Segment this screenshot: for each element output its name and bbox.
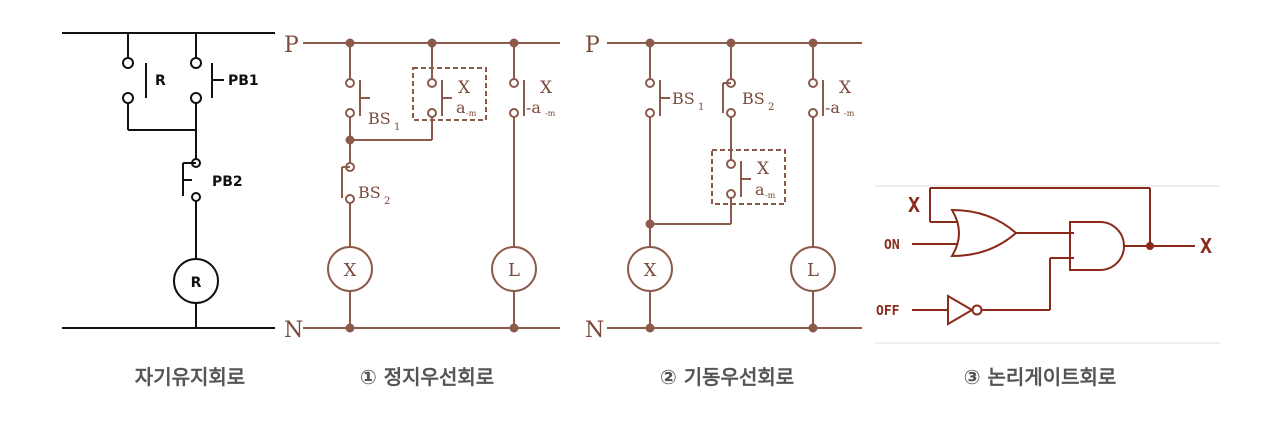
label-bs2-sub: 2	[384, 196, 390, 207]
label-xa2-top: X	[540, 78, 553, 98]
label-bs1-sub: 1	[698, 102, 704, 113]
label-xa2-top: X	[839, 78, 852, 98]
label-coil-x: X	[344, 260, 357, 281]
label-xa-bot: a	[456, 98, 466, 117]
caption-stop-priority: ① 정지우선회로	[360, 365, 494, 389]
label-p: P	[284, 33, 299, 58]
label-r-contact: R	[155, 73, 166, 89]
contact-terminal	[122, 57, 134, 69]
label-xa-bot: a	[755, 180, 765, 199]
label-xa-sub: -m	[765, 191, 776, 200]
label-p: P	[585, 33, 600, 58]
panel-logic-gates	[912, 187, 1195, 326]
label-bs2: BS	[742, 89, 765, 108]
label-coil-l: L	[508, 260, 520, 281]
caption-self-holding: 자기유지회로	[135, 365, 245, 389]
caption-start-priority: ② 기동우선회로	[660, 365, 794, 389]
label-n: N	[585, 318, 604, 343]
not-bubble	[971, 304, 983, 316]
label-xa-sub: -m	[466, 109, 477, 118]
label-pb2: PB2	[212, 174, 243, 190]
label-bs2-sub: 2	[768, 102, 774, 113]
contact-terminal	[122, 92, 134, 104]
and-gate	[1069, 221, 1125, 271]
label-xa-top: X	[458, 78, 471, 98]
contact-terminal	[190, 92, 202, 104]
label-on: ON	[884, 238, 900, 253]
contact-terminal	[191, 192, 201, 202]
label-xa2-bot: -a	[526, 98, 541, 117]
label-pb1: PB1	[228, 73, 259, 89]
label-xa-top: X	[757, 159, 770, 179]
label-xa2-sub: -m	[844, 109, 855, 118]
caption-logic-gates: ③ 논리게이트회로	[964, 365, 1117, 389]
label-x-in: X	[908, 193, 920, 217]
label-bs1: BS	[672, 89, 695, 108]
label-off: OFF	[876, 304, 900, 319]
label-bs1-sub: 1	[394, 122, 400, 133]
label-coil-l: L	[807, 260, 819, 281]
label-coil-r: R	[191, 275, 202, 291]
panel-start-priority	[607, 38, 862, 333]
not-gate	[947, 294, 974, 326]
label-xa2-bot: -a	[825, 98, 840, 117]
label-xa2-sub: -m	[545, 109, 556, 118]
label-x-out: X	[1200, 234, 1212, 258]
label-bs2: BS	[358, 183, 381, 202]
or-gate	[950, 208, 1018, 258]
label-n: N	[284, 318, 303, 343]
panel-self-holding	[62, 32, 275, 329]
label-coil-x: X	[644, 260, 657, 281]
panel-stop-priority	[303, 38, 560, 333]
label-bs1: BS	[368, 109, 391, 128]
contact-terminal	[190, 57, 202, 69]
